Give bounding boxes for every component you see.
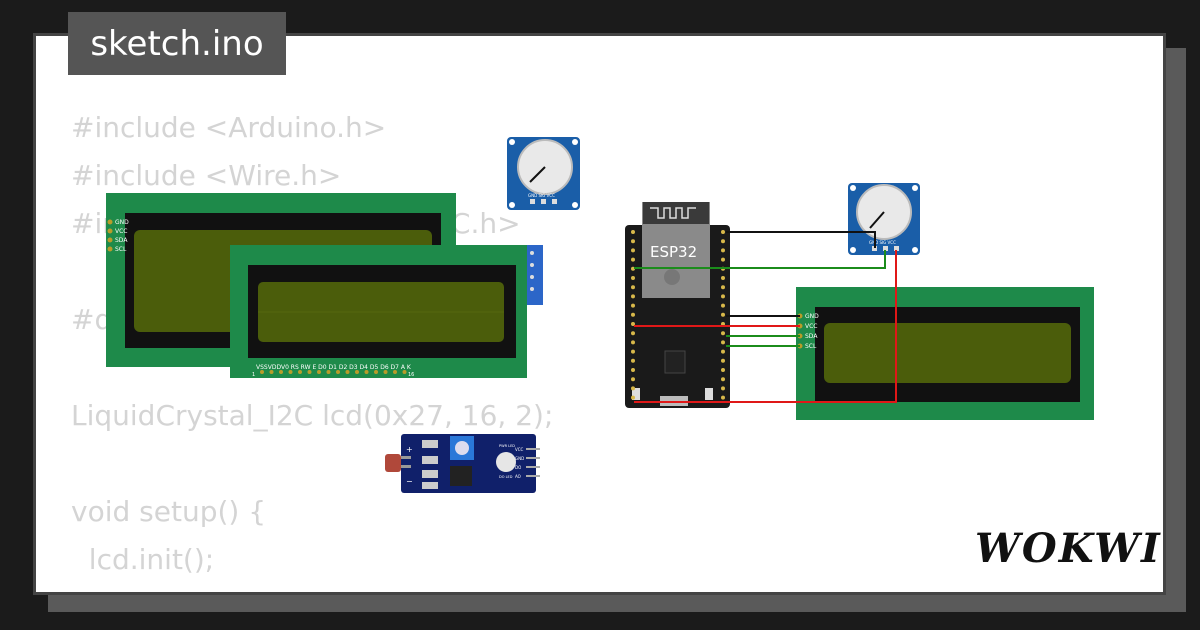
pin — [631, 248, 635, 253]
ldr-pin-ao: AO — [515, 474, 521, 479]
lcd1-pin-vcc: VCC — [115, 228, 127, 235]
lcd3-pin-gnd: GND — [805, 313, 819, 320]
pin — [336, 370, 340, 374]
pin — [307, 370, 312, 374]
pin — [364, 370, 369, 374]
potentiometer-1[interactable]: GND SIG VCC — [507, 137, 580, 210]
pin — [721, 257, 725, 262]
ldr-pin-do: DO — [515, 465, 521, 470]
pin — [721, 312, 725, 317]
pin — [721, 239, 725, 244]
pin — [355, 370, 359, 374]
potentiometer-2[interactable]: GND SIG VCC — [848, 183, 920, 255]
pin — [631, 386, 635, 391]
pin — [631, 294, 635, 299]
lcd-parallel-pin-labels: VSSVDDV0 RS RW E D0 D1 D2 D3 D4 D5 D6 D7… — [256, 364, 412, 371]
pin — [721, 303, 725, 308]
pin — [326, 370, 331, 374]
lcd3-pin-scl: SCL — [805, 343, 817, 350]
pin — [721, 230, 725, 234]
pin — [288, 370, 293, 374]
wire-pot-gnd — [726, 231, 876, 248]
pot2-pin-labels: GND SIG VCC — [869, 240, 896, 245]
ldr-minus: − — [406, 477, 413, 486]
pin — [345, 370, 350, 374]
pin — [721, 285, 725, 290]
code-line: #include <Arduino.h> — [71, 111, 387, 144]
pin — [721, 276, 725, 280]
code-line: lcd.init(); — [88, 543, 215, 576]
pin — [631, 230, 635, 234]
pin — [631, 340, 635, 345]
pin — [721, 331, 725, 336]
pin — [721, 395, 725, 400]
code-line: lcd.backlight(); — [71, 591, 299, 592]
pin — [383, 370, 388, 374]
pin — [721, 248, 725, 253]
pin — [631, 312, 635, 317]
pin — [317, 370, 321, 374]
pin — [631, 303, 635, 308]
sketch-title: sketch.ino — [68, 12, 286, 75]
ldr-do-led: DO LED — [499, 475, 513, 479]
pin — [631, 257, 635, 262]
ldr-pin-gnd: GND — [515, 456, 524, 461]
pin — [393, 370, 397, 374]
lcd3-pin-sda: SDA — [805, 333, 818, 340]
pin — [402, 370, 407, 374]
pin — [631, 358, 635, 363]
lcd1-pin-gnd: GND — [115, 219, 129, 226]
lcd-pin-first: 1 — [252, 372, 255, 378]
lcd1-pin-sda: SDA — [115, 237, 128, 244]
ldr-pin-vcc: VCC — [515, 447, 524, 452]
pin — [631, 377, 635, 382]
wires — [634, 231, 897, 403]
lcd-parallel[interactable]: VSSVDDV0 RS RW E D0 D1 D2 D3 D4 D5 D6 D7… — [230, 245, 527, 378]
code-line: LiquidCrystal_I2C lcd(0x27, 16, 2); — [71, 399, 554, 432]
ldr-sensor-module[interactable]: + − PWR LED DO LED VCC GND DO AO — [385, 434, 540, 493]
pin — [631, 276, 635, 280]
pin — [721, 368, 725, 372]
pin — [260, 370, 264, 374]
code-line: #include <Wire.h> — [71, 159, 342, 192]
lcd1-pin-scl: SCL — [115, 246, 127, 253]
pin — [721, 294, 725, 299]
pin — [721, 340, 725, 345]
esp32-board[interactable]: ESP32 — [625, 202, 730, 408]
pin — [374, 370, 378, 374]
ldr-pwr-led: PWR LED — [499, 444, 515, 448]
pin — [269, 370, 274, 374]
lcd3-pin-vcc: VCC — [805, 323, 817, 330]
code-line: void setup() { — [71, 495, 267, 528]
pin — [631, 349, 635, 354]
pin — [721, 377, 725, 382]
pin — [298, 370, 302, 374]
wokwi-logo: WOKWI — [975, 525, 1162, 572]
pin — [631, 239, 635, 244]
esp32-label: ESP32 — [650, 243, 697, 261]
pin — [279, 370, 283, 374]
pin — [631, 368, 635, 372]
wire-pot-sig — [634, 250, 886, 269]
pin — [721, 349, 725, 354]
pin — [721, 386, 725, 391]
pin — [631, 395, 635, 400]
pin — [631, 285, 635, 290]
pin — [631, 331, 635, 336]
pot1-pin-labels: GND SIG VCC — [528, 193, 555, 198]
wire-pot-vcc — [634, 250, 897, 403]
ldr-plus: + — [406, 445, 413, 454]
lcd-pin-last: 16 — [408, 372, 414, 378]
pin — [721, 358, 725, 363]
lcd-i2c-2[interactable]: GND VCC SDA SCL — [796, 287, 1094, 420]
